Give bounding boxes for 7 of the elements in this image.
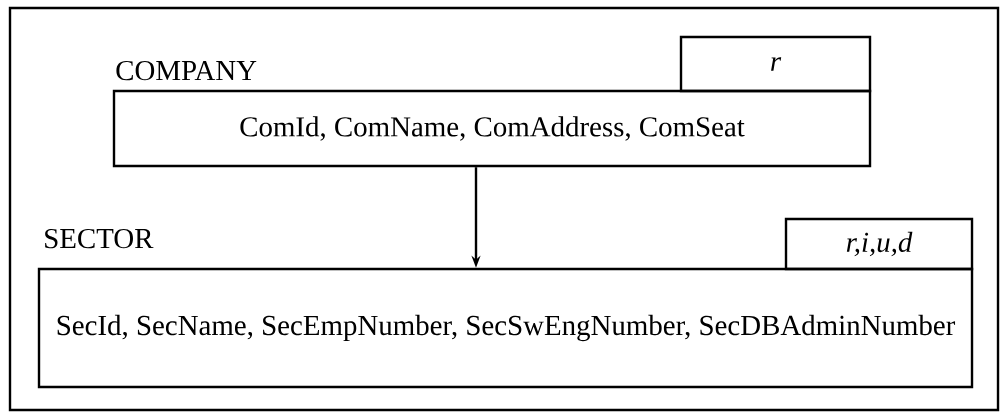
entity-box: SecId, SecName, SecEmpNumber, SecSwEngNumber, SecDBAdminNumber: [37, 267, 974, 389]
entity-box: ComId, ComName, ComAddress, ComSeat: [112, 89, 872, 168]
frame-box: [8, 6, 1000, 412]
entity-name: SECTOR: [45, 228, 154, 249]
access-box: r,i,u,d: [784, 217, 974, 271]
access-box: r: [679, 35, 872, 93]
entity-name: COMPANY: [116, 60, 257, 81]
